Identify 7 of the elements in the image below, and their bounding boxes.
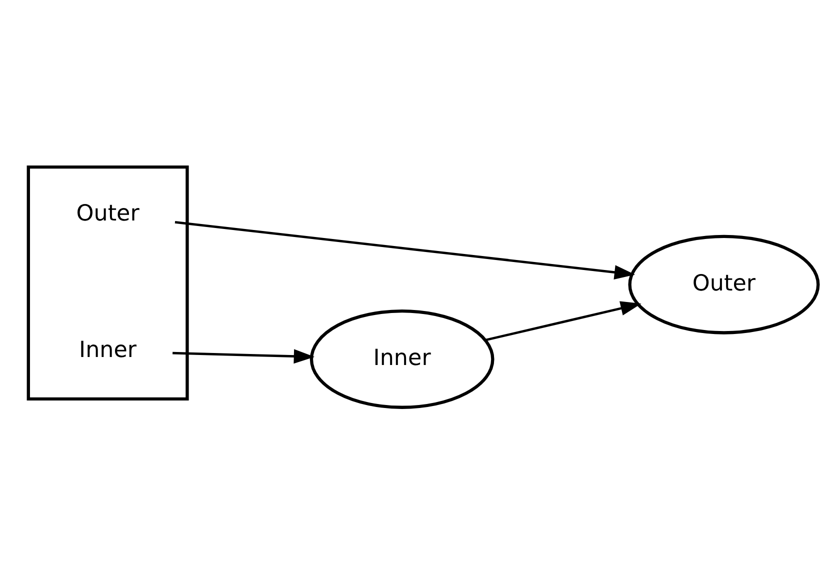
node-ellipse: Inner — [310, 309, 494, 408]
arrow — [485, 300, 642, 341]
cluster — [26, 164, 189, 400]
node-text: Inner — [79, 336, 137, 363]
arrow — [172, 348, 315, 364]
node-ellipse: Outer — [628, 234, 820, 334]
node-text: Outer — [76, 200, 140, 226]
